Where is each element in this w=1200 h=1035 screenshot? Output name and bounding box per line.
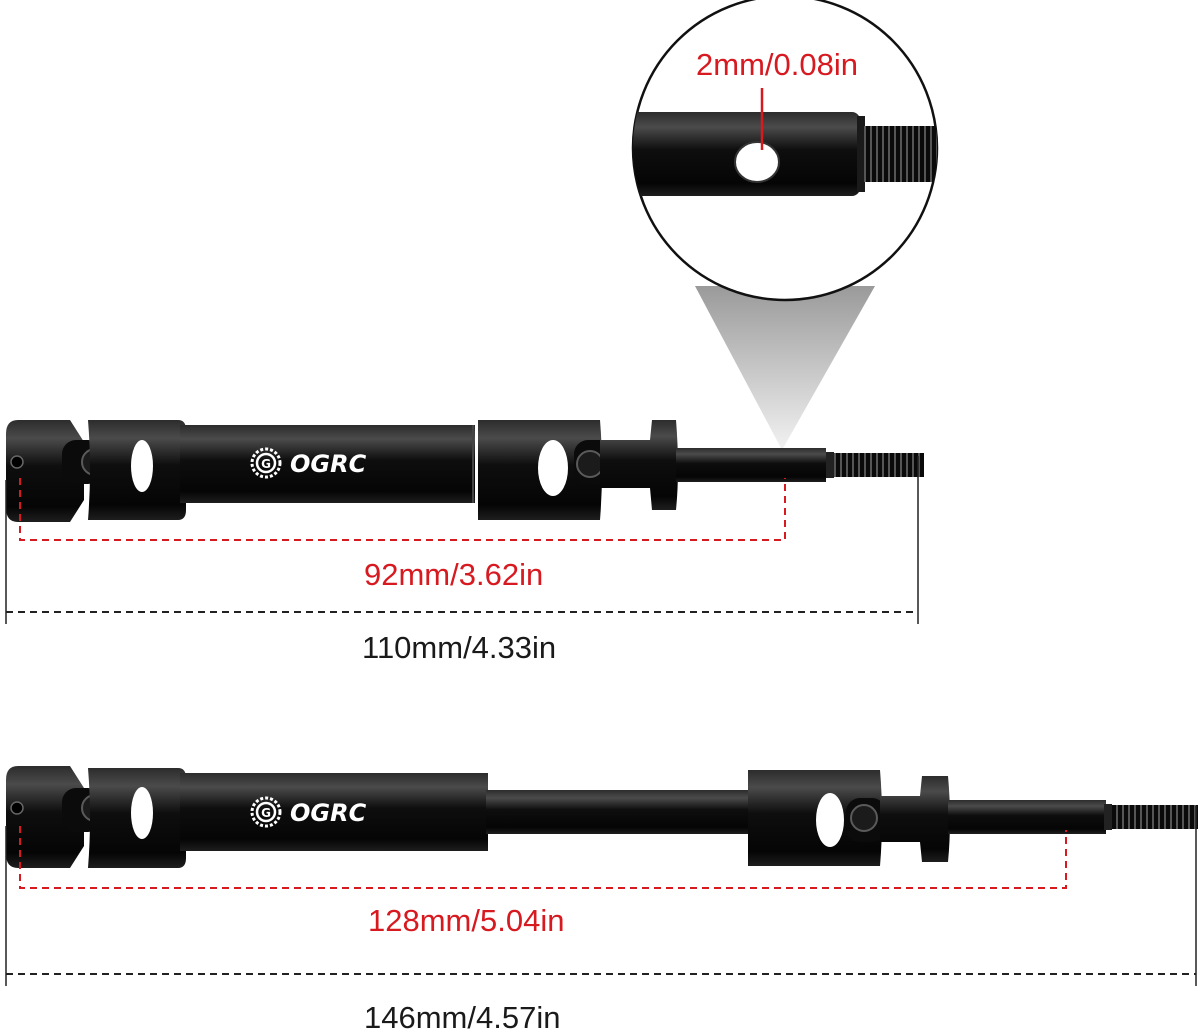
callout-dimension-label: 2mm/0.08in bbox=[696, 47, 858, 82]
long-inner-dim-line bbox=[19, 826, 1067, 889]
short-overall-dimension-label: 110mm/4.33in bbox=[362, 630, 557, 665]
zoom-pin-hole bbox=[734, 141, 780, 183]
short-shaft-thread bbox=[834, 453, 924, 477]
long-drive-shaft bbox=[6, 766, 1198, 868]
long-shaft-logo-text: OGRC bbox=[290, 799, 367, 827]
long-shaft-dimensions bbox=[5, 806, 1197, 986]
callout-cone bbox=[695, 286, 875, 450]
short-shaft-dimensions bbox=[5, 456, 919, 624]
svg-text:G: G bbox=[261, 806, 271, 820]
long-inner-dimension-label: 128mm/5.04in bbox=[368, 903, 565, 938]
gear-g-icon: G bbox=[250, 796, 282, 828]
short-drive-shaft bbox=[6, 420, 924, 522]
zoom-thread bbox=[864, 126, 937, 182]
long-shaft-thread bbox=[1112, 805, 1198, 829]
gear-g-icon: G bbox=[250, 447, 282, 479]
short-shaft-logo-text: OGRC bbox=[290, 450, 367, 478]
svg-text:G: G bbox=[261, 457, 271, 471]
short-inner-dim-line bbox=[19, 478, 786, 541]
short-inner-dimension-label: 92mm/3.62in bbox=[364, 557, 544, 592]
long-overall-dimension-label: 146mm/4.57in bbox=[364, 1000, 561, 1035]
callout-zoom bbox=[631, 0, 939, 450]
